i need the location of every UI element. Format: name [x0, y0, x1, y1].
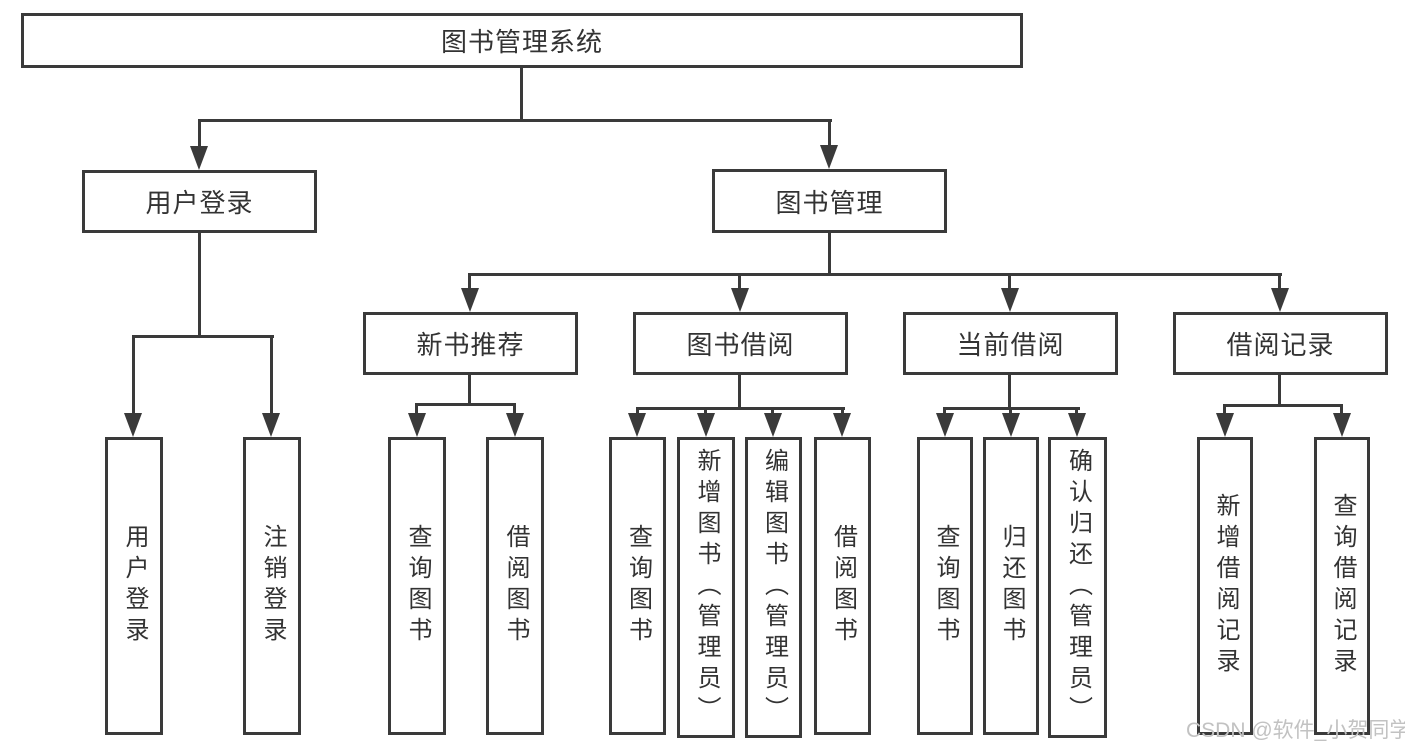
arrow-down-icon	[1001, 288, 1019, 312]
arrow-down-icon	[262, 413, 280, 437]
arrow-down-icon	[628, 413, 646, 437]
leaf-logout: 注销登录	[243, 437, 301, 735]
connector-history-stem	[1278, 375, 1281, 406]
connector-l3-rail	[468, 273, 1282, 276]
arrow-down-icon	[833, 413, 851, 437]
arrow-down-icon	[764, 413, 782, 437]
leaf-borrow-books-recommend: 借阅图书	[486, 437, 544, 735]
connector-current-stem	[1008, 375, 1011, 409]
arrow-down-icon	[820, 145, 838, 169]
node-book-management: 图书管理	[712, 169, 947, 233]
connector-drop	[943, 407, 946, 415]
leaf-edit-book-admin: 编辑图书（管理员）	[745, 437, 802, 738]
connector-l1-rail	[198, 119, 832, 122]
arrow-down-icon	[1002, 413, 1020, 437]
connector-drop	[771, 407, 774, 415]
arrow-down-icon	[1216, 413, 1234, 437]
node-book-borrow: 图书借阅	[633, 312, 848, 375]
arrow-down-icon	[190, 146, 208, 170]
connector-drop-mgmt	[828, 119, 831, 147]
connector-drop-leaf-logout	[270, 335, 273, 414]
connector-drop	[636, 407, 639, 415]
arrow-down-icon	[1333, 413, 1351, 437]
csdn-watermark: CSDN @软件_小贺同学	[1186, 719, 1405, 742]
leaf-query-books-recommend: 查询图书	[388, 437, 446, 735]
connector-drop	[513, 403, 516, 414]
leaf-confirm-return-admin: 确认归还（管理员）	[1048, 437, 1107, 738]
connector-drop-login	[198, 119, 201, 148]
node-user-login: 用户登录	[82, 170, 317, 233]
arrow-down-icon	[461, 288, 479, 312]
arrow-down-icon	[731, 288, 749, 312]
connector-drop-borrow	[738, 273, 741, 289]
node-new-book-recommend: 新书推荐	[363, 312, 578, 375]
connector-drop	[415, 403, 418, 414]
node-current-borrow: 当前借阅	[903, 312, 1118, 375]
arrow-down-icon	[697, 413, 715, 437]
arrow-down-icon	[408, 413, 426, 437]
connector-login-stem	[198, 233, 201, 337]
node-borrow-records: 借阅记录	[1173, 312, 1388, 375]
connector-drop	[1009, 407, 1012, 415]
arrow-down-icon	[124, 413, 142, 437]
connector-drop-leaf-login	[132, 335, 135, 414]
connector-login-rail	[132, 335, 274, 338]
leaf-return-books: 归还图书	[983, 437, 1039, 735]
connector-borrow-rail	[636, 407, 845, 410]
connector-mgmt-stem	[828, 233, 831, 275]
connector-drop	[1223, 404, 1226, 414]
leaf-query-borrow-record: 查询借阅记录	[1314, 437, 1370, 735]
leaf-query-books-borrow: 查询图书	[609, 437, 666, 735]
connector-drop	[1340, 404, 1343, 414]
connector-drop	[704, 407, 707, 415]
connector-history-rail	[1223, 404, 1343, 407]
leaf-query-books-current: 查询图书	[917, 437, 973, 735]
arrow-down-icon	[1068, 413, 1086, 437]
connector-drop-history	[1278, 273, 1281, 289]
arrow-down-icon	[936, 413, 954, 437]
connector-borrow-stem	[738, 375, 741, 409]
node-library-system: 图书管理系统	[21, 13, 1023, 68]
leaf-borrow-books: 借阅图书	[814, 437, 871, 735]
connector-drop-recommend	[468, 273, 471, 289]
arrow-down-icon	[506, 413, 524, 437]
connector-drop	[841, 407, 844, 415]
leaf-user-login: 用户登录	[105, 437, 163, 735]
connector-drop-current	[1008, 273, 1011, 289]
leaf-add-book-admin: 新增图书（管理员）	[677, 437, 735, 738]
connector-drop	[1075, 407, 1078, 415]
leaf-add-borrow-record: 新增借阅记录	[1197, 437, 1253, 735]
connector-root-stem	[520, 68, 523, 120]
connector-recommend-stem	[468, 375, 471, 405]
arrow-down-icon	[1271, 288, 1289, 312]
connector-recommend-rail	[415, 403, 516, 406]
